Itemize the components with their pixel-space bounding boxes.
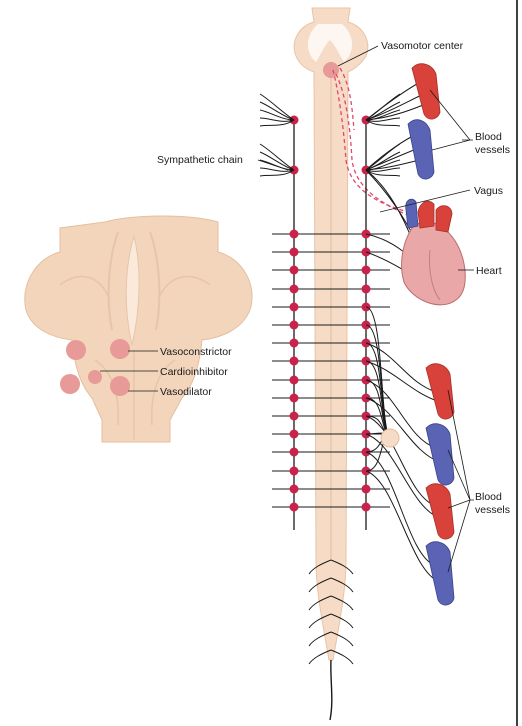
artery-bottom-1: [426, 364, 454, 419]
chain-ganglion-left: [290, 339, 299, 348]
chain-ganglion-left: [290, 376, 299, 385]
chain-ganglion-left: [290, 503, 299, 512]
spinal-cord: [294, 8, 368, 720]
sympathetic-chain-label: Sympathetic chain: [157, 154, 243, 166]
chain-ganglion-left: [290, 357, 299, 366]
vasoconstrictor-label: Vasoconstrictor: [160, 346, 232, 358]
vessel-nerve-fibre: [366, 343, 436, 392]
vessel-nerve-fibre: [366, 452, 436, 566]
vessel-nerve-fibre: [366, 416, 436, 506]
vessel-nerve-fibre: [366, 434, 440, 518]
sympathetic-nerves: [260, 80, 440, 664]
chain-ganglion-left: [290, 448, 299, 457]
heart-label: Heart: [476, 265, 502, 277]
vasoconstrictor-nucleus-left: [66, 340, 86, 360]
chain-ganglion-left: [290, 394, 299, 403]
chain-ganglion-left: [290, 485, 299, 494]
chain-ganglion-right: [362, 485, 371, 494]
blood-vessels-top-label-1: Blood: [475, 131, 502, 143]
cardioinhibitor-nucleus: [88, 370, 102, 384]
vein-bottom-2: [426, 542, 454, 605]
chain-ganglion-left: [290, 467, 299, 476]
artery-top: [412, 64, 440, 119]
chain-ganglion-right: [362, 266, 371, 275]
brainstem: [25, 216, 252, 442]
chain-ganglion-left: [290, 230, 299, 239]
heart: [402, 199, 466, 305]
vasodilator-label: Vasodilator: [160, 386, 212, 398]
chain-ganglion-right: [362, 503, 371, 512]
artery-bottom-2: [426, 484, 454, 539]
collateral-ganglion: [381, 429, 399, 447]
vasodilator-nucleus-right: [110, 376, 130, 396]
chain-ganglion-left: [290, 266, 299, 275]
vasodilator-nucleus-left: [60, 374, 80, 394]
chain-ganglion-left: [290, 303, 299, 312]
blood-vessels-bottom-label-2: vessels: [475, 504, 510, 516]
chain-ganglion-left: [290, 285, 299, 294]
vasoconstrictor-nucleus-right: [110, 339, 130, 359]
chain-ganglion-left: [290, 321, 299, 330]
chain-ganglion-left: [290, 412, 299, 421]
chain-ganglion-left: [290, 430, 299, 439]
blood-vessels-bottom-label-1: Blood: [475, 491, 502, 503]
vagus-label: Vagus: [474, 185, 503, 197]
chain-ganglion-left: [290, 248, 299, 257]
cardioinhibitor-label: Cardioinhibitor: [160, 366, 228, 378]
vasomotor-center-label: Vasomotor center: [381, 40, 464, 52]
vein-top: [408, 120, 434, 179]
blood-vessels-top-label-2: vessels: [475, 144, 510, 156]
chain-ganglion-right: [362, 285, 371, 294]
